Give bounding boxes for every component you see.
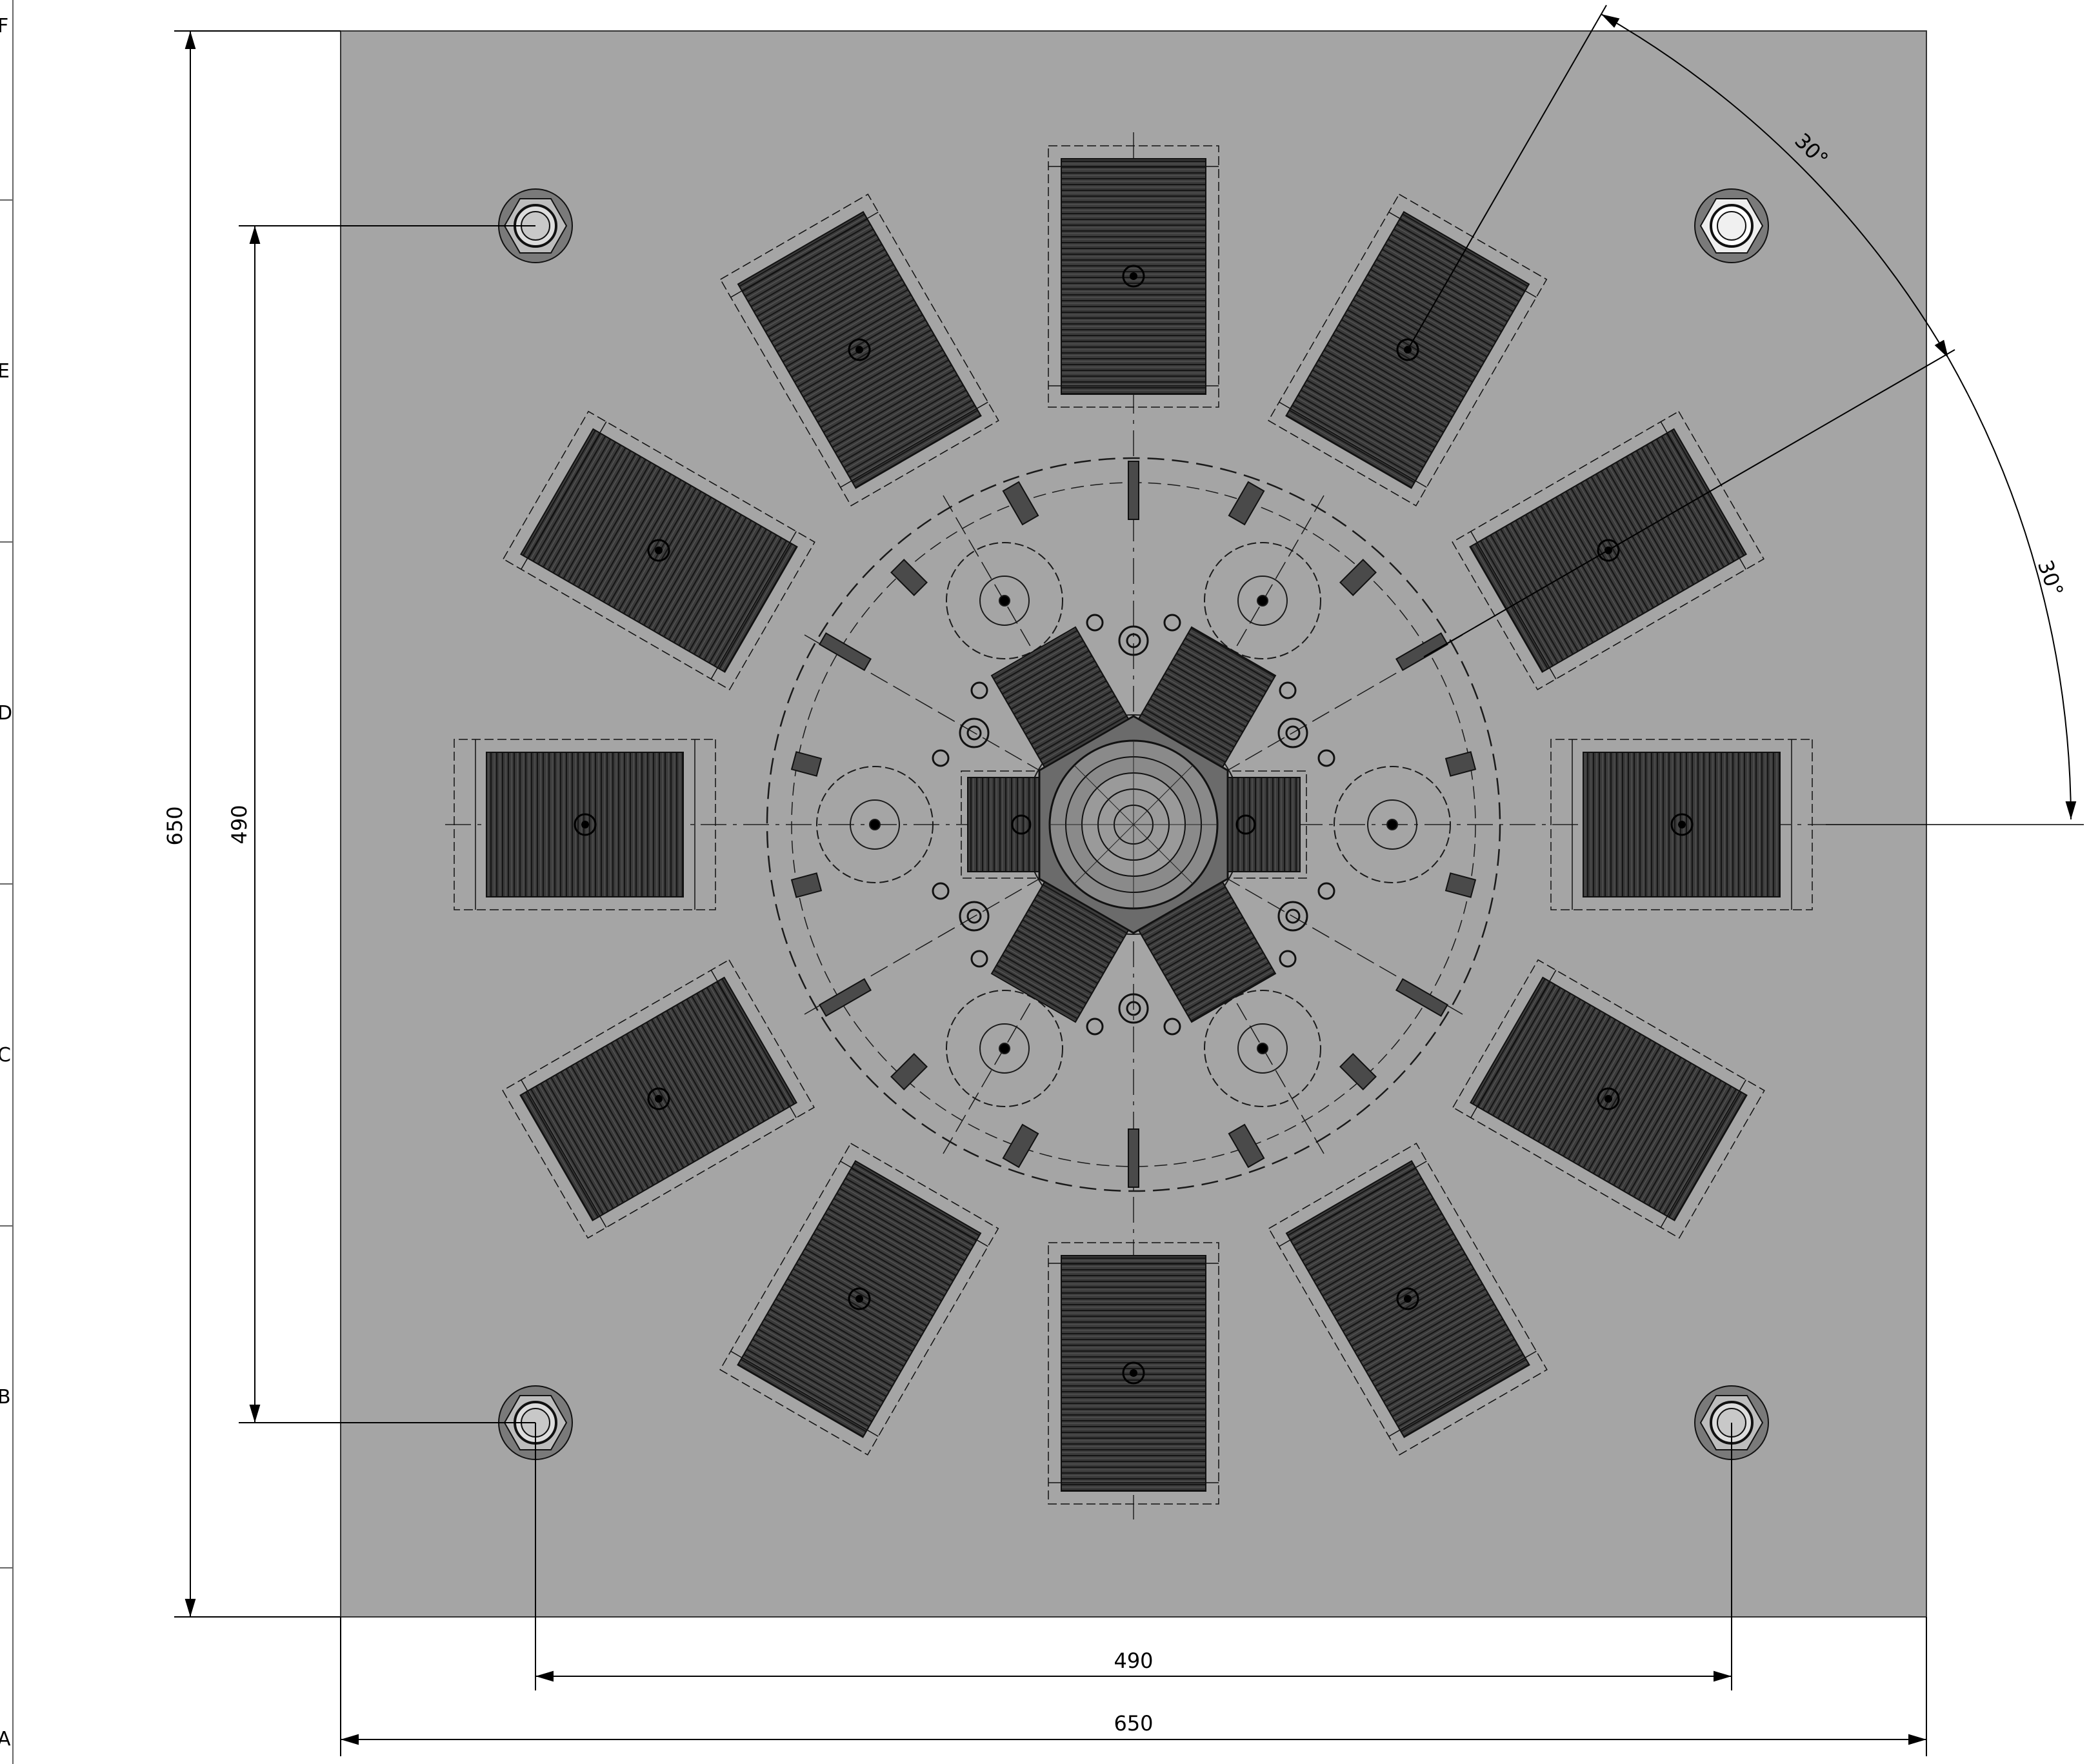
hatched-magnet-block-icon bbox=[1452, 959, 1765, 1239]
roller-lower-right bbox=[1204, 990, 1321, 1107]
zone-label-b: B bbox=[0, 1386, 11, 1408]
zone-label-c: C bbox=[0, 1044, 11, 1067]
hub-fasteners bbox=[932, 614, 1335, 1036]
outer-blocks bbox=[454, 145, 1813, 1505]
hatched-magnet-block-icon bbox=[502, 959, 815, 1239]
dimension-plate-width bbox=[340, 1617, 1927, 1756]
hatched-magnet-block-icon bbox=[1268, 1143, 1548, 1456]
roller-upper-right bbox=[1204, 542, 1321, 659]
roller-right bbox=[1334, 766, 1451, 883]
ring-pins bbox=[790, 461, 1477, 1188]
dimension-label-plate-width: 650 bbox=[1114, 1711, 1153, 1736]
zone-label-a: A bbox=[0, 1728, 11, 1750]
dimension-bolt-horizontal bbox=[535, 1423, 1732, 1690]
zone-label-e: E bbox=[0, 360, 10, 383]
central-hub-icon bbox=[1038, 715, 1229, 934]
hatched-magnet-block-icon bbox=[1550, 739, 1813, 910]
roller-upper-left bbox=[946, 542, 1063, 659]
hatched-magnet-block-icon bbox=[719, 194, 999, 506]
rollers bbox=[816, 542, 1451, 1107]
angle-label-2: 30° bbox=[2033, 557, 2068, 599]
hatched-magnet-block-icon bbox=[503, 410, 815, 690]
angle-dimensions bbox=[1407, 5, 2077, 820]
hatched-magnet-block-icon bbox=[1048, 1242, 1219, 1505]
hatched-magnet-block-icon bbox=[719, 1143, 999, 1456]
zone-label-d: D bbox=[0, 702, 12, 725]
dimension-label-plate-height: 650 bbox=[163, 806, 187, 845]
hatched-magnet-block-icon bbox=[1048, 145, 1219, 408]
zone-border: F E D C B A bbox=[0, 0, 14, 1764]
dimension-label-bolt-vertical: 490 bbox=[227, 805, 252, 844]
zone-label-f: F bbox=[0, 15, 8, 37]
roller-left bbox=[816, 766, 934, 883]
dimension-plate-height bbox=[174, 30, 341, 1618]
roller-lower-left bbox=[946, 990, 1063, 1107]
hex-nut-bolt-icon bbox=[1694, 188, 1769, 263]
hatched-magnet-block-icon bbox=[454, 739, 716, 910]
dimension-bolt-vertical bbox=[239, 225, 535, 1423]
dimension-label-bolt-horizontal: 490 bbox=[1114, 1649, 1153, 1673]
